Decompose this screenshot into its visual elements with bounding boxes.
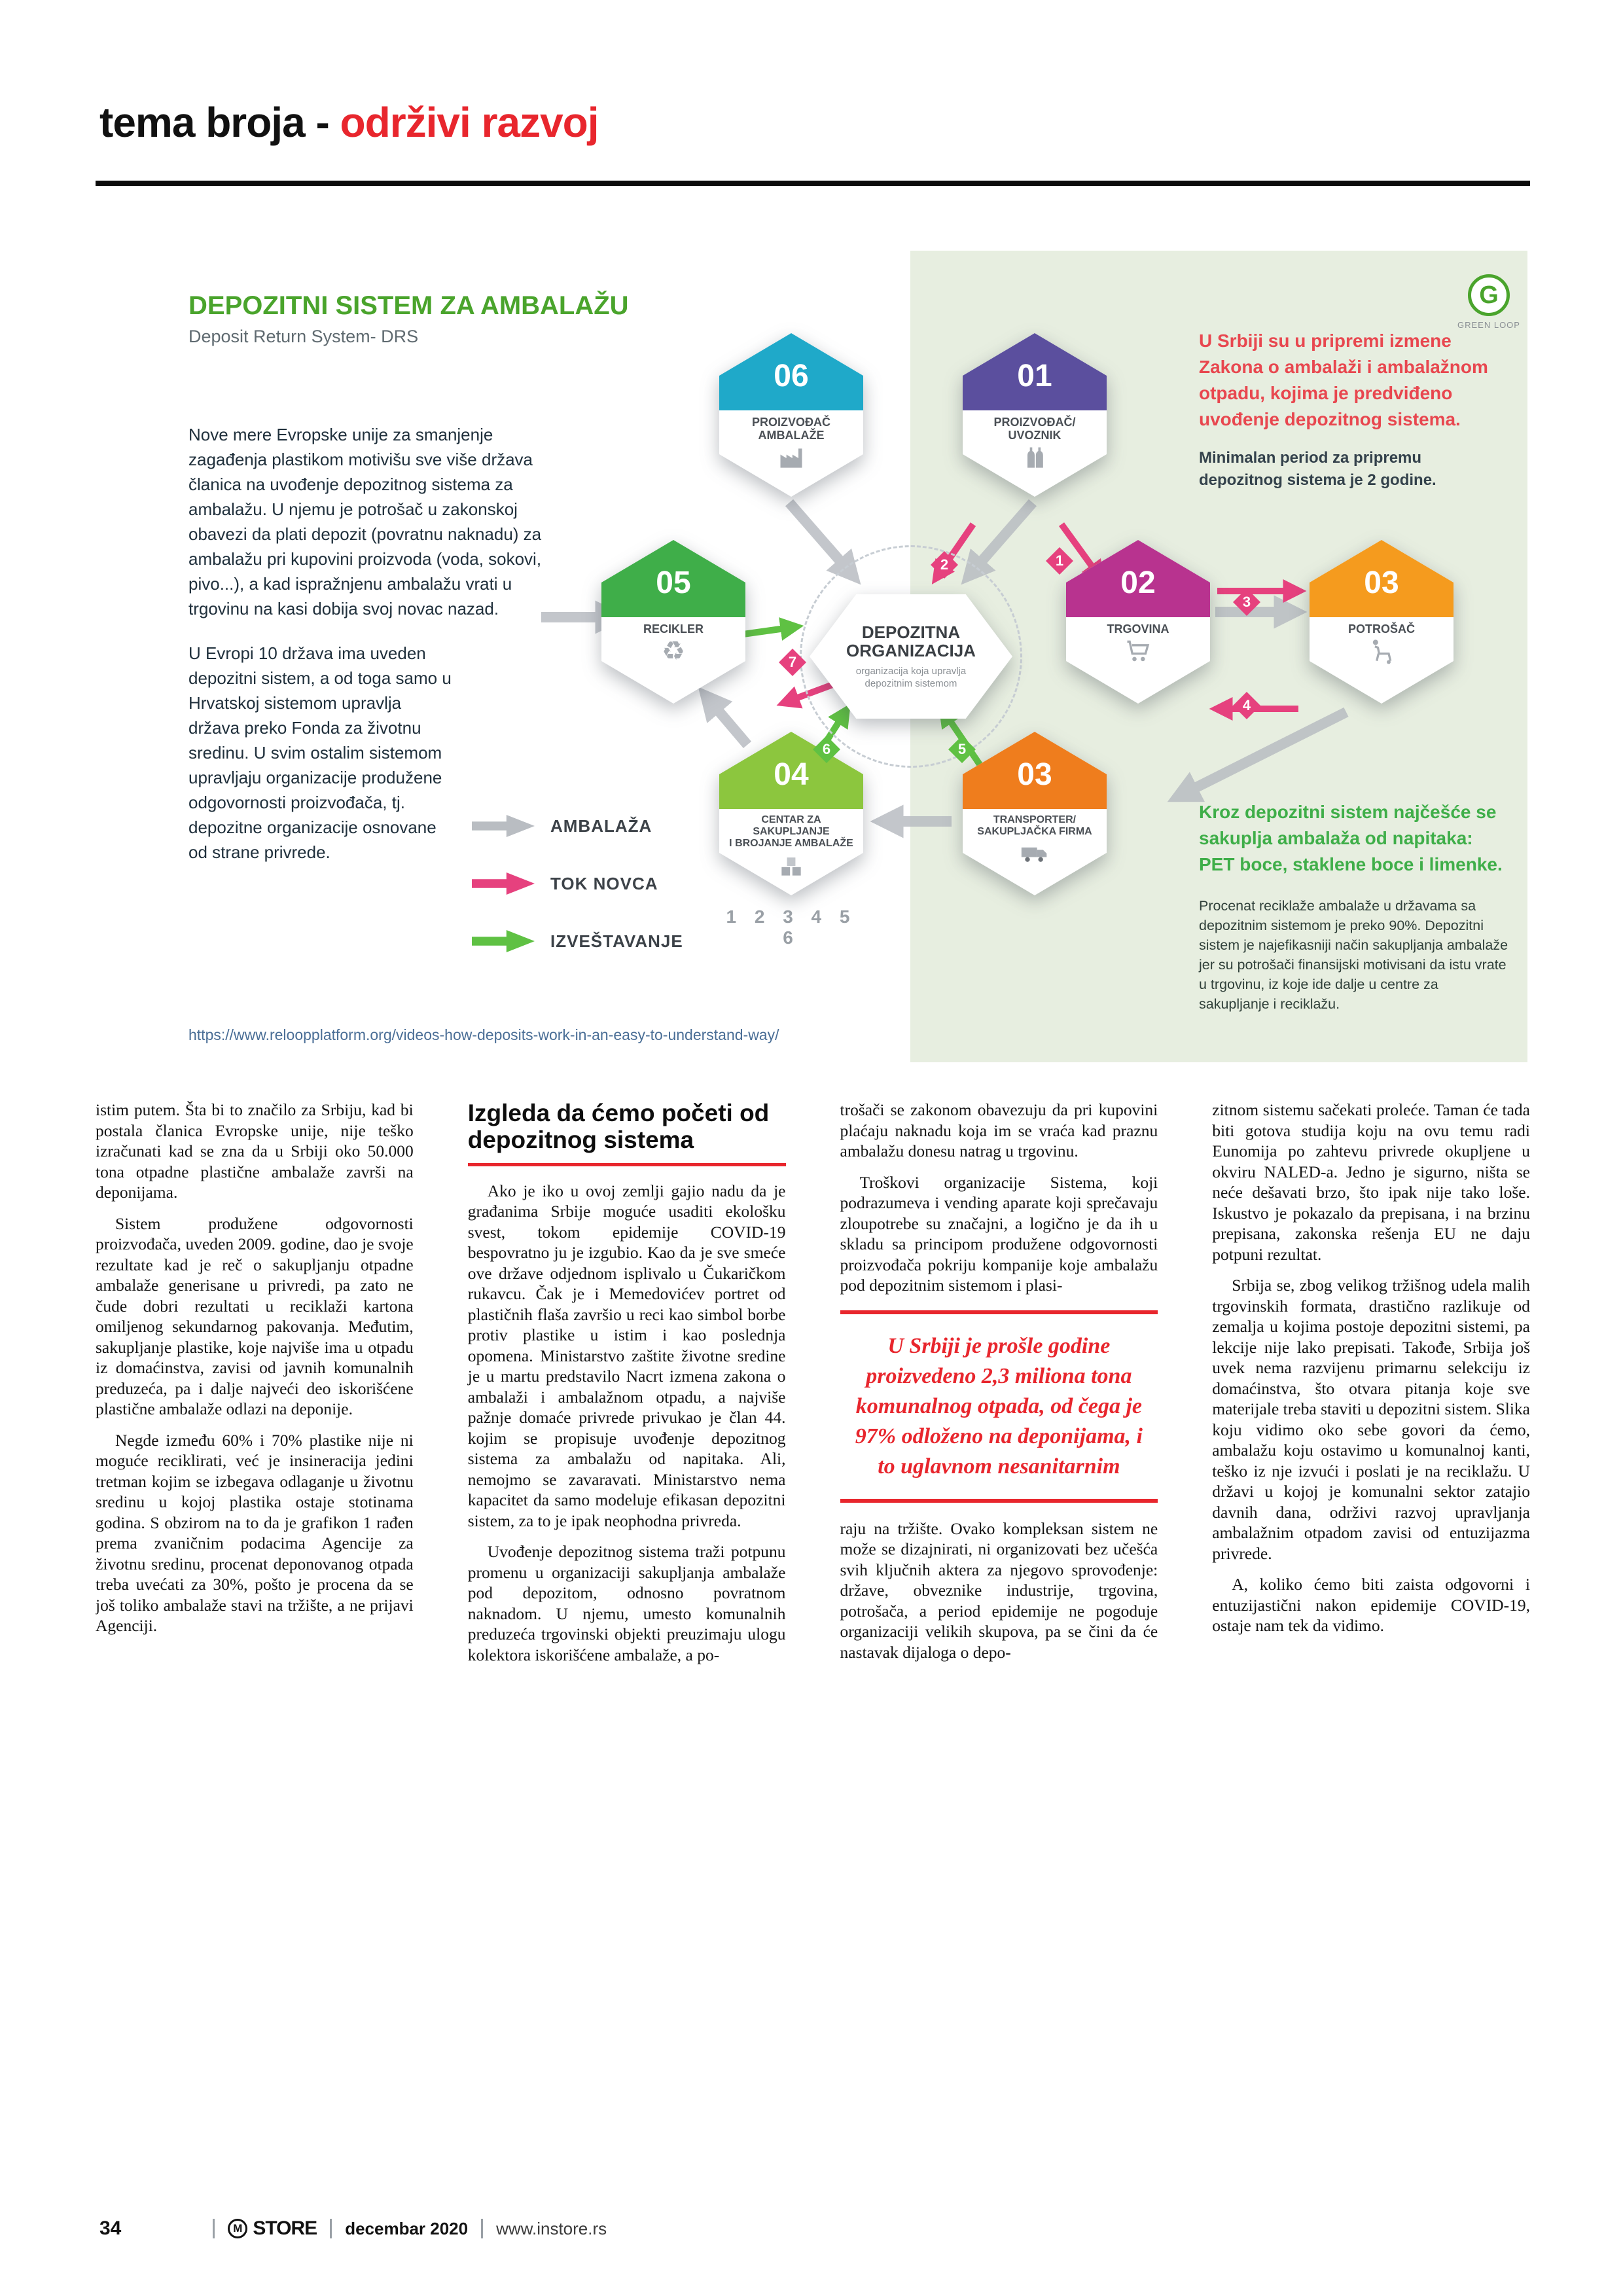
note-law-changes: U Srbiji su u pripremi izmene Zakona o a… xyxy=(1199,331,1488,429)
node-number-band: 01 xyxy=(963,333,1107,410)
page-footer: 34 M STORE decembar 2020 www.instore.rs xyxy=(99,2217,607,2240)
recycle-icon: ♻ xyxy=(662,636,685,667)
paragraph: Sistem produžene odgovornosti proizvođač… xyxy=(96,1213,414,1419)
diagram-node-depozitna-organizacija: DEPOZITNA ORGANIZACIJA organizacija koja… xyxy=(810,594,1012,719)
legend-label: TOK NOVCA xyxy=(550,873,658,893)
diagram-node-proizvodjac-ambalaze: 06 PROIZVOĐAČ AMBALAŽE xyxy=(719,333,863,497)
node-label: PROIZVOĐAČ AMBALAŽE xyxy=(751,415,830,442)
green-loop-logo-icon: G xyxy=(1467,274,1510,316)
paragraph: trošači se zakonom obavezuju da pri kupo… xyxy=(840,1100,1158,1160)
paragraph: zitnom sistemu sačekati proleće. Taman ć… xyxy=(1212,1100,1530,1264)
counting-boxes-icon xyxy=(774,852,808,880)
node-number-band: 02 xyxy=(1066,540,1210,617)
section-title: tema broja - održivi razvoj xyxy=(99,98,599,147)
shopping-cart-icon xyxy=(1121,637,1155,666)
node-number-band: 04 xyxy=(719,732,863,809)
consumer-icon xyxy=(1364,637,1399,666)
node-label: TRANSPORTER/ SAKUPLJAČKA FIRMA xyxy=(977,814,1092,837)
footer-divider xyxy=(481,2219,484,2238)
diagram-node-potrosac: 03 POTROŠAČ xyxy=(1310,540,1454,704)
diagram-legend: AMBALAŽA TOK NOVCA IZVEŠTAVANJE xyxy=(472,815,683,988)
node-label: RECIKLER xyxy=(643,622,704,636)
note-recycling-rate: Procenat reciklaže ambalaže u državama s… xyxy=(1199,898,1508,1012)
diagram-node-centar-za-sakupljanje: 04 CENTAR ZA SAKUPLJANJE I BROJANJE AMBA… xyxy=(719,732,863,895)
store-logo: M STORE xyxy=(228,2217,317,2240)
green-loop-logo-text: GREEN LOOP xyxy=(1457,320,1520,330)
footer-website-link[interactable]: www.instore.rs xyxy=(496,2218,607,2238)
infographic: DEPOZITNI SISTEM ZA AMBALAŽU Deposit Ret… xyxy=(93,251,1527,1062)
infographic-title: DEPOZITNI SISTEM ZA AMBALAŽU xyxy=(188,291,629,320)
diagram-node-trgovina: 02 TRGOVINA xyxy=(1066,540,1210,704)
bottles-icon xyxy=(1018,444,1052,473)
paragraph: Negde između 60% i 70% plastike nije ni … xyxy=(96,1430,414,1636)
node-label: POTROŠAČ xyxy=(1347,622,1415,636)
node-label: TRGOVINA xyxy=(1107,622,1169,636)
paragraph: Uvođenje depozitnog sistema traži potpun… xyxy=(467,1542,786,1664)
center-node-title: DEPOZITNA ORGANIZACIJA xyxy=(846,622,976,661)
article-column-2: Izgleda da ćemo početi od depozitnog sis… xyxy=(467,1100,786,2198)
footer-divider xyxy=(213,2219,215,2238)
node-number: 03 xyxy=(1364,565,1399,601)
article-columns: istim putem. Šta bi to značilo za Srbiju… xyxy=(96,1100,1530,2198)
footer-date: decembar 2020 xyxy=(345,2218,469,2238)
node-number: 01 xyxy=(1017,359,1052,394)
article-heading: Izgleda da ćemo početi od depozitnog sis… xyxy=(467,1100,786,1166)
paragraph: Srbija se, zbog velikog tržišnog udela m… xyxy=(1212,1276,1530,1563)
note-preparation-period: Minimalan period za pripremu depozitnog … xyxy=(1199,449,1436,489)
section-title-black: tema broja - xyxy=(99,99,330,146)
store-brand-name: STORE xyxy=(253,2217,317,2239)
header-rule xyxy=(96,181,1530,186)
paragraph: U Evropi 10 država ima uveden depozitni … xyxy=(188,643,452,862)
legend-row-reporting: IZVEŠTAVANJE xyxy=(472,930,683,952)
paragraph: Nove mere Evropske unije za smanjenje za… xyxy=(188,425,542,619)
pull-quote: U Srbiji je prošle godine proizvedeno 2,… xyxy=(840,1310,1158,1503)
diagram-node-proizvodjac-uvoznik: 01 PROIZVOĐAČ/ UVOZNIK xyxy=(963,333,1107,497)
factory-icon xyxy=(774,444,808,473)
paragraph: raju na tržište. Ovako kompleksan sistem… xyxy=(840,1518,1158,1662)
green-loop-logo: G GREEN LOOP xyxy=(1457,274,1520,330)
center-dashed-circle xyxy=(800,545,1022,768)
note-collected-packaging: Kroz depozitni sistem najčešće se sakupl… xyxy=(1199,802,1503,874)
footer-divider xyxy=(330,2219,332,2238)
node-number-band: 05 xyxy=(601,540,745,617)
page-header: tema broja - održivi razvoj xyxy=(99,98,599,147)
truck-icon xyxy=(1018,839,1052,868)
node-number: 06 xyxy=(774,359,809,394)
paragraph: Ako je iko u ovoj zemlji gajio nadu da j… xyxy=(467,1181,786,1530)
infographic-intro: Nove mere Evropske unije za smanjenje za… xyxy=(188,422,576,865)
article-column-1: istim putem. Šta bi to značilo za Srbiju… xyxy=(96,1100,414,2198)
page-number: 34 xyxy=(99,2217,122,2239)
article-column-4: zitnom sistemu sačekati proleće. Taman ć… xyxy=(1212,1100,1530,2198)
section-title-red: održivi razvoj xyxy=(340,99,599,146)
node-number: 03 xyxy=(1017,757,1052,793)
counting-digits: 1 2 3 4 5 6 xyxy=(726,906,857,948)
center-node-subtitle: organizacija koja upravlja depozitnim si… xyxy=(855,665,967,689)
node-label: CENTAR ZA SAKUPLJANJE I BROJANJE AMBALAŽ… xyxy=(729,814,853,850)
paragraph: Troškovi organizacije Sistema, koji podr… xyxy=(840,1172,1158,1295)
infographic-subtitle: Deposit Return System- DRS xyxy=(188,327,419,346)
node-number: 02 xyxy=(1120,565,1156,601)
paragraph: istim putem. Šta bi to značilo za Srbiju… xyxy=(96,1100,414,1202)
legend-row-packaging: AMBALAŽA xyxy=(472,815,683,837)
article-column-3: trošači se zakonom obavezuju da pri kupo… xyxy=(840,1100,1158,2198)
node-number-band: 03 xyxy=(1310,540,1454,617)
legend-row-money: TOK NOVCA xyxy=(472,872,683,895)
node-number: 04 xyxy=(774,757,809,793)
diagram-node-recikler: 05 RECIKLER ♻ xyxy=(601,540,745,704)
diagram-node-transporter: 03 TRANSPORTER/ SAKUPLJAČKA FIRMA xyxy=(963,732,1107,895)
legend-label: IZVEŠTAVANJE xyxy=(550,931,683,951)
node-label: PROIZVOĐAČ/ UVOZNIK xyxy=(993,415,1076,442)
node-number: 05 xyxy=(656,565,691,601)
legend-label: AMBALAŽA xyxy=(550,816,652,836)
node-number-band: 03 xyxy=(963,732,1107,809)
store-logo-icon: M xyxy=(228,2219,248,2238)
reloop-video-link[interactable]: https://www.reloopplatform.org/videos-ho… xyxy=(188,1026,779,1043)
node-number-band: 06 xyxy=(719,333,863,410)
paragraph: A, koliko ćemo biti zaista odgovorni i e… xyxy=(1212,1575,1530,1635)
